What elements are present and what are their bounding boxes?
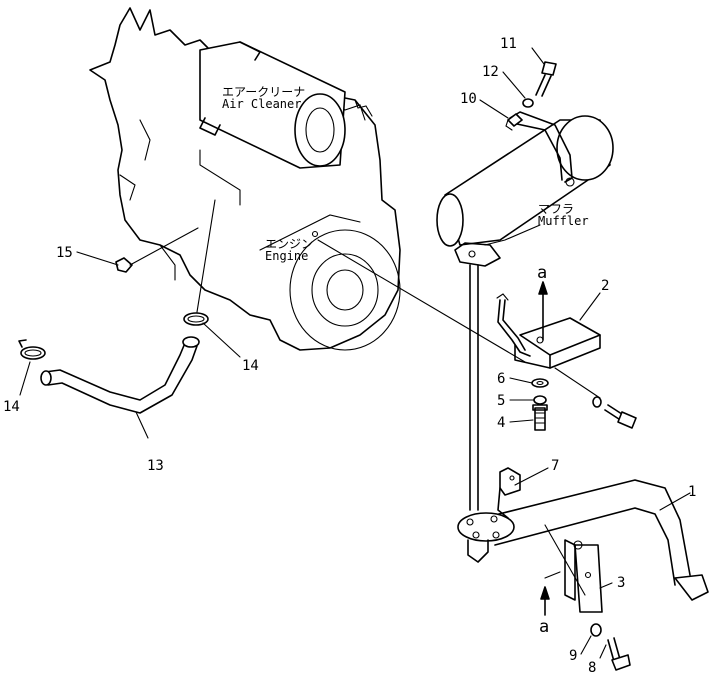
callout-11: 11 [500, 36, 517, 52]
muffler: マフラ Muffler [436, 111, 614, 267]
callout-14-right: 14 [242, 358, 259, 374]
clamp-14-left [18, 339, 46, 360]
muffler-label-en: Muffler [538, 214, 589, 228]
hardware-6-5-4 [531, 378, 549, 431]
callout-3: 3 [617, 575, 625, 591]
callout-10: 10 [460, 91, 477, 107]
fitting-15 [115, 227, 199, 273]
bracket-7 [497, 467, 521, 519]
bracket-3 [544, 524, 603, 613]
hardware-11-12-10 [507, 61, 557, 127]
callout-8: 8 [588, 660, 596, 676]
hose-13 [40, 336, 200, 414]
view-a-label-bottom: a [539, 617, 549, 637]
callout-15: 15 [56, 245, 73, 261]
muffler-label-jp: マフラ [538, 202, 574, 216]
callout-12: 12 [482, 64, 499, 80]
callout-9: 9 [569, 648, 577, 664]
engine-label-jp: エンジン [265, 237, 313, 251]
callout-7: 7 [551, 458, 559, 474]
bolt-right [592, 396, 637, 429]
bracket-2 [496, 293, 601, 369]
callout-4: 4 [497, 415, 505, 431]
air-cleaner: エアークリーナ Air Cleaner [199, 41, 346, 169]
hardware-9-8 [590, 623, 631, 671]
callout-1: 1 [688, 484, 696, 500]
air-cleaner-label-jp: エアークリーナ [222, 85, 305, 99]
clamp-14-right [183, 199, 216, 326]
callout-leaders [19, 47, 691, 659]
air-cleaner-label-en: Air Cleaner [222, 97, 301, 111]
exhaust-pipe-1 [457, 479, 709, 601]
callout-14-left: 14 [3, 399, 20, 415]
callout-13: 13 [147, 458, 164, 474]
view-a-label-top: a [537, 263, 547, 283]
callout-5: 5 [497, 393, 505, 409]
callout-6: 6 [497, 371, 505, 387]
callout-2: 2 [601, 278, 609, 294]
engine-label-en: Engine [265, 249, 308, 263]
